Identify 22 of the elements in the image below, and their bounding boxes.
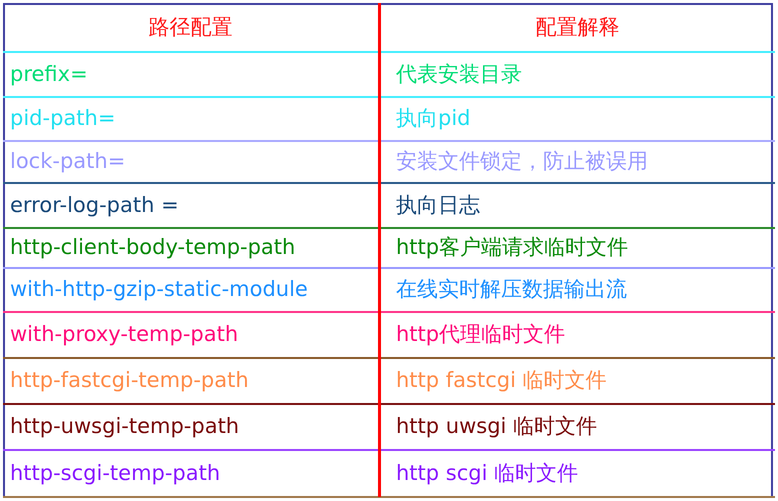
config-option: with-http-gzip-static-module [10,279,308,300]
option-description: http uwsgi 临时文件 [396,416,598,437]
option-description: 代表安装目录 [396,64,522,84]
column-header: 路径配置 [148,17,234,38]
config-option: http-uwsgi-temp-path [10,416,240,437]
config-option: http-fastcgi-temp-path [10,370,249,391]
config-option: prefix= [10,64,88,84]
config-option: http-client-body-temp-path [10,237,296,258]
option-description: http代理临时文件 [396,324,566,345]
option-description: http scgi 临时文件 [396,462,578,484]
config-option: error-log-path = [10,194,179,216]
option-description: 安装文件锁定，防止被误用 [396,151,648,172]
option-description: http客户端请求临时文件 [396,237,628,258]
config-option: pid-path= [10,108,116,129]
config-option: http-scgi-temp-path [10,462,220,484]
option-description: 在线实时解压数据输出流 [396,279,627,300]
config-option: with-proxy-temp-path [10,324,238,345]
column-header: 配置解释 [534,17,620,38]
config-option: lock-path= [10,151,126,172]
option-description: http fastcgi 临时文件 [396,370,607,391]
option-description: 执向日志 [396,194,480,216]
option-description: 执向pid [396,108,470,129]
